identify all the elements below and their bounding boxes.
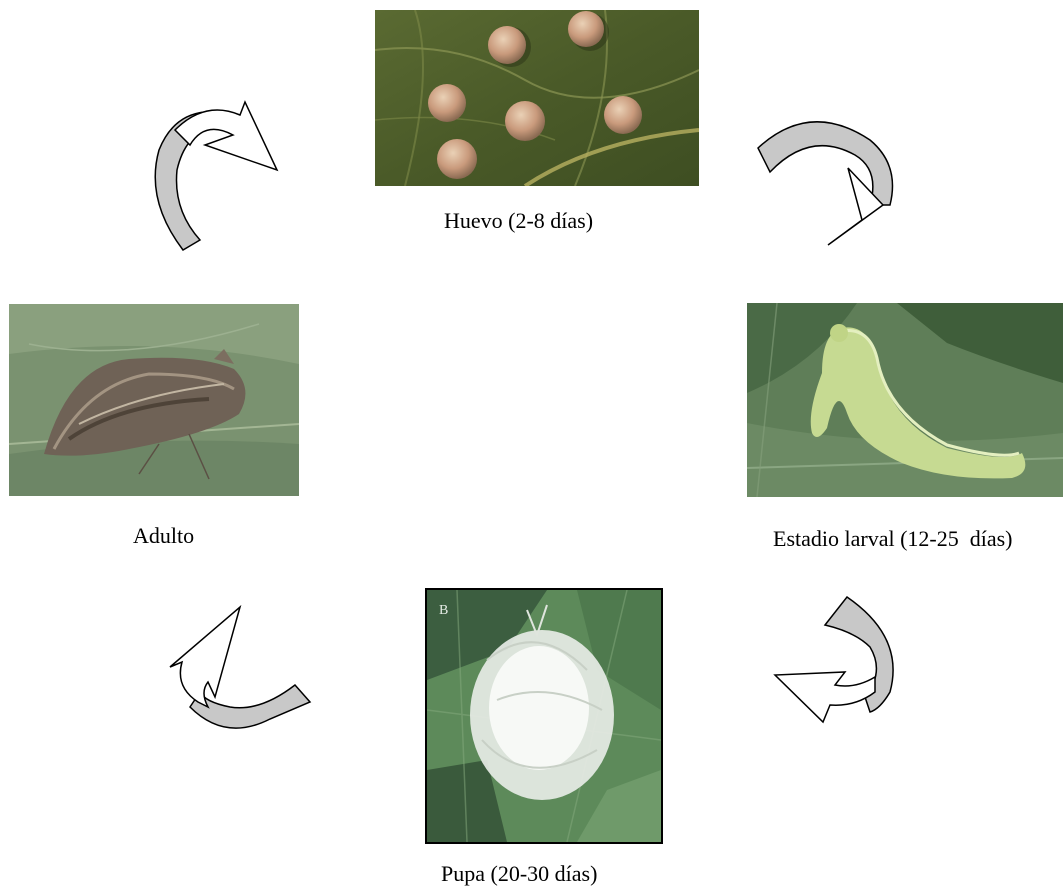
pupa-photo-mark: B bbox=[439, 603, 448, 618]
adult-caption: Adulto bbox=[133, 525, 194, 547]
egg-caption: Huevo (2-8 días) bbox=[444, 210, 593, 232]
pupa-caption: Pupa (20-30 días) bbox=[441, 863, 597, 885]
larva-caption: Estadio larval (12-25 días) bbox=[773, 528, 1013, 550]
cycle-arrow-pupa-to-adult bbox=[170, 607, 320, 742]
cycle-arrow-larva-to-pupa bbox=[775, 597, 915, 722]
pupa-photo: B bbox=[425, 588, 663, 844]
egg-photo bbox=[375, 10, 699, 186]
larva-photo bbox=[747, 303, 1063, 497]
cycle-arrow-adult-to-egg bbox=[145, 90, 285, 250]
adult-photo bbox=[9, 304, 299, 496]
cycle-arrow-egg-to-larva bbox=[750, 110, 900, 250]
